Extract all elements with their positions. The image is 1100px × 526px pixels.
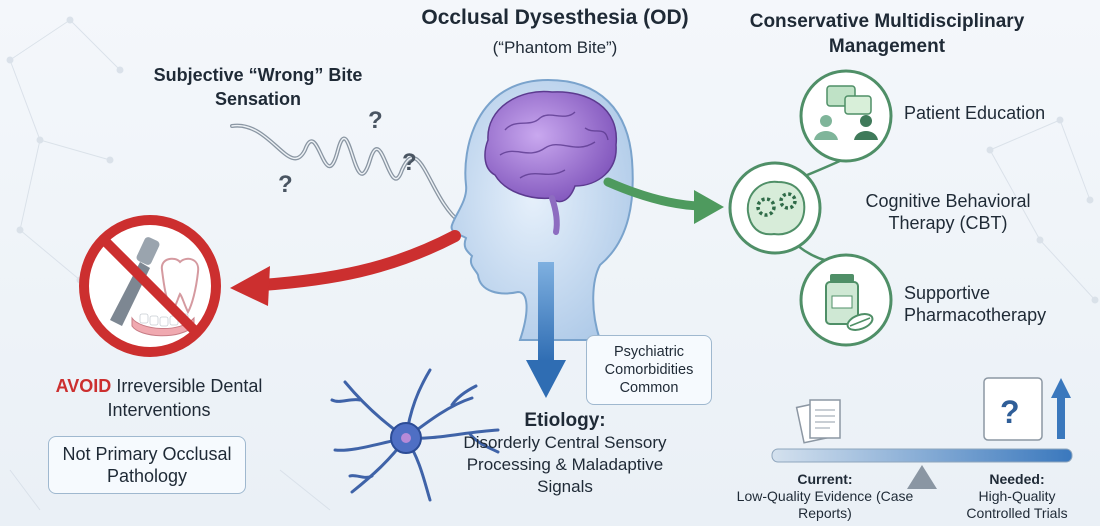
current-text: Low-Quality Evidence (Case Reports) xyxy=(736,488,914,521)
management-heading: Conservative Multidisciplinary Managemen… xyxy=(749,11,1025,57)
psychiatric-box: Psychiatric Comorbidities Common xyxy=(586,335,712,405)
svg-text:?: ? xyxy=(402,149,417,176)
wrong-bite-squiggle-icon xyxy=(230,123,462,224)
no-dental-procedure-icon xyxy=(79,215,221,357)
question-mark-icons: ? ? ? xyxy=(278,107,417,198)
management-item-patient-education: Patient Education xyxy=(904,103,1046,123)
avoid-word: AVOID xyxy=(55,376,112,396)
current-evidence: Current: Low-Quality Evidence (Case Repo… xyxy=(735,471,915,522)
green-management-arrow xyxy=(603,177,724,224)
current-label: Current: xyxy=(797,471,853,487)
etiology-block: Etiology: Disorderly Central Sensory Pro… xyxy=(450,410,680,498)
needed-evidence: Needed: High-Quality Controlled Trials xyxy=(947,471,1087,522)
avoid-interventions-label: AVOID Irreversible Dental Interventions xyxy=(40,374,278,422)
page-title: Occlusal Dysesthesia (OD) xyxy=(421,6,689,29)
avoid-rest: Irreversible Dental Interventions xyxy=(107,376,263,420)
red-avoid-arrow xyxy=(230,230,461,306)
management-item-cbt: Cognitive Behavioral Therapy (CBT) xyxy=(865,191,1031,233)
background-network xyxy=(6,16,1099,511)
needed-label: Needed: xyxy=(989,471,1045,487)
etiology-text: Disorderly Central Sensory Processing & … xyxy=(463,433,667,496)
not-primary-box: Not Primary Occlusal Pathology xyxy=(48,436,246,494)
cbt-gears-brain-icon xyxy=(728,161,822,255)
case-reports-papers-icon xyxy=(795,399,841,444)
needed-text: High-Quality Controlled Trials xyxy=(966,488,1068,521)
evidence-balance-bar xyxy=(771,448,1073,489)
svg-text:?: ? xyxy=(368,107,383,134)
not-primary-label: Not Primary Occlusal Pathology xyxy=(62,444,232,486)
page-subtitle: (“Phantom Bite”) xyxy=(492,38,618,57)
question-box-icon: ? xyxy=(983,377,1043,441)
patient-education-icon xyxy=(799,69,893,163)
blue-etiology-arrow xyxy=(526,262,566,398)
svg-text:?: ? xyxy=(1000,394,1020,430)
etiology-heading: Etiology: xyxy=(524,410,606,431)
brain-icon xyxy=(484,90,617,235)
psychiatric-label: Psychiatric Comorbidities Common xyxy=(604,344,694,396)
management-item-pharmacotherapy: Supportive Pharmacotherapy xyxy=(904,283,1047,325)
svg-text:?: ? xyxy=(278,171,293,198)
up-arrow-icon xyxy=(1051,378,1071,439)
pharmacotherapy-icon xyxy=(799,253,893,347)
wrong-bite-label: Subjective “Wrong” Bite Sensation xyxy=(153,65,363,109)
